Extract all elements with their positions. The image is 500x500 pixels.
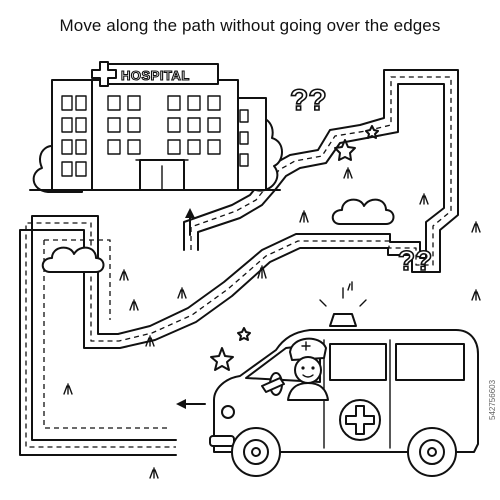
road-center-line (25, 76, 452, 448)
siren-light (329, 313, 357, 327)
star-icon (210, 347, 234, 371)
hospital-building-icon: HOSPITAL (29, 61, 283, 193)
cloud-icon (331, 198, 395, 225)
road-lane-left (43, 239, 170, 429)
cloud-icon (41, 246, 105, 273)
stock-id: 542756603 (488, 379, 497, 420)
doctor-cap (289, 337, 327, 361)
svg-text:??: ?? (290, 84, 327, 117)
bumper (209, 435, 235, 447)
star-icon (237, 327, 251, 341)
doctor-body (287, 382, 329, 401)
ambulance-rear-window (395, 343, 465, 381)
ambulance-cross-icon (345, 405, 375, 435)
hospital-cross-icon (91, 61, 117, 87)
instruction-text: Move along the path without going over t… (59, 16, 441, 35)
road-edge-inner (31, 83, 445, 441)
hospital-sign-text: HOSPITAL (121, 68, 190, 83)
hospital-wing-left (51, 79, 97, 191)
arrow-left-icon (176, 399, 206, 409)
hospital-windows (61, 95, 249, 177)
grass-tufts (63, 167, 481, 479)
wheel-rear (407, 427, 457, 477)
ambulance-side-window (329, 343, 387, 381)
doctor-icon (261, 337, 329, 401)
ambulance-icon (209, 287, 479, 477)
star-icon (334, 139, 356, 161)
arrow-up-icon (185, 208, 195, 236)
question-mark-icon: ?? (289, 83, 327, 118)
headlight (221, 405, 235, 419)
svg-text:??: ?? (398, 245, 432, 276)
star-icon (365, 125, 379, 139)
wheel-front (231, 427, 281, 477)
question-mark-icon: ?? (397, 244, 433, 277)
doctor-face (294, 356, 322, 384)
